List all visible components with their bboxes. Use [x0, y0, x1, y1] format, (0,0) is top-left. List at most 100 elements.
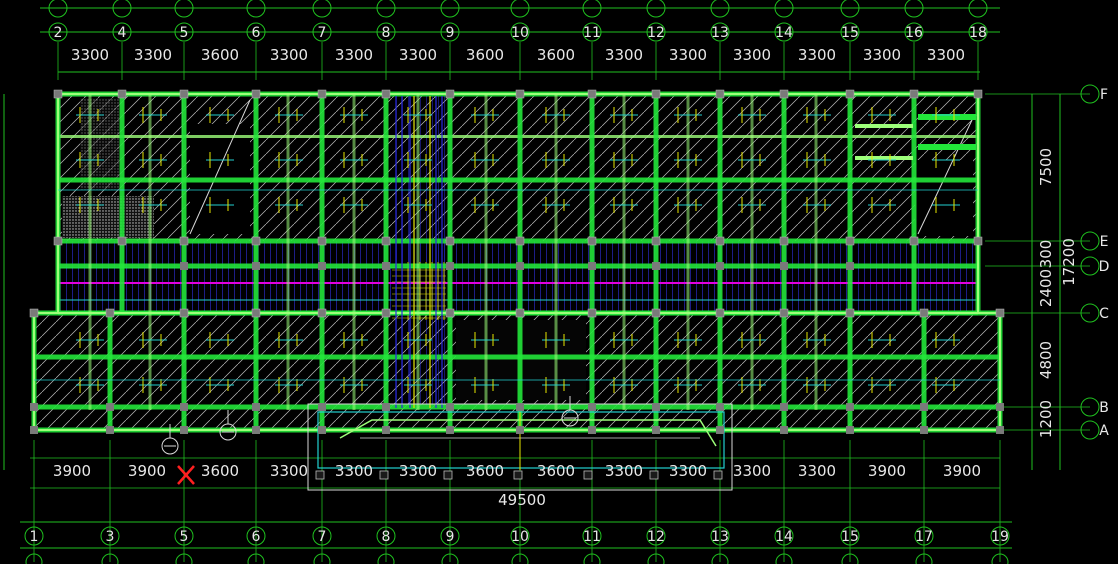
- beam: [181, 94, 187, 313]
- top-dimension: 3600: [466, 46, 504, 64]
- axis-bubble-icon: [968, 22, 988, 42]
- axis-bubble-icon: [710, 22, 730, 42]
- bottom-dimension: 3300: [669, 462, 707, 480]
- column: [317, 308, 327, 318]
- axis-bubble-icon: [1080, 256, 1100, 276]
- column: [382, 262, 390, 270]
- axis-bubble-icon: [647, 553, 665, 564]
- bottom-dimension: 3300: [798, 462, 836, 480]
- column: [251, 89, 261, 99]
- axis-bubble-icon: [841, 553, 859, 564]
- column: [180, 262, 188, 270]
- right-axis-label: F: [1100, 87, 1108, 103]
- top-dimension: 3300: [134, 46, 172, 64]
- column: [715, 308, 725, 318]
- top-dimension: 3300: [927, 46, 965, 64]
- axis-bubble-icon: [48, 0, 68, 18]
- top-axis-label: 18: [969, 25, 987, 41]
- axis-bubble-icon: [48, 22, 68, 42]
- column: [382, 426, 390, 434]
- top-dimension: 3300: [605, 46, 643, 64]
- right-dimension: 2400: [1037, 269, 1055, 307]
- column: [53, 236, 63, 246]
- column: [845, 308, 855, 318]
- top-dimension: 3300: [863, 46, 901, 64]
- column: [381, 236, 391, 246]
- bottom-axis-label: 10: [511, 529, 529, 545]
- beam: [589, 313, 595, 430]
- beam: [855, 124, 913, 128]
- column: [780, 403, 788, 411]
- beam: [383, 313, 389, 430]
- secondary-beam: [148, 94, 152, 410]
- top-axis-label: 10: [511, 25, 529, 41]
- right-dimension: 1200: [1037, 400, 1055, 438]
- pile-cap: [713, 470, 723, 480]
- dense-fill-area: [62, 196, 154, 238]
- bottom-axis-label: 17: [915, 529, 933, 545]
- column: [716, 426, 724, 434]
- axis-bubble-icon: [582, 22, 602, 42]
- column: [973, 236, 983, 246]
- column: [588, 262, 596, 270]
- axis-bubble-icon: [100, 526, 120, 546]
- column: [252, 426, 260, 434]
- column: [780, 426, 788, 434]
- axis-bubble-icon: [312, 22, 332, 42]
- column: [381, 89, 391, 99]
- top-axis-label: 16: [905, 25, 923, 41]
- right-axis-label: A: [1099, 423, 1109, 439]
- column: [318, 426, 326, 434]
- beam: [107, 313, 113, 430]
- bottom-dimension: 3900: [128, 462, 166, 480]
- beam: [918, 114, 976, 120]
- right-total-dimension: 17200: [1060, 238, 1078, 286]
- axis-bubble-icon: [774, 0, 794, 18]
- top-axis-label: 11: [583, 25, 601, 41]
- beam: [447, 313, 453, 430]
- bottom-dimension: 3600: [201, 462, 239, 480]
- axis-bubble-icon: [582, 526, 602, 546]
- column: [382, 403, 390, 411]
- secondary-beam: [686, 94, 690, 410]
- axis-bubble-icon: [25, 553, 43, 564]
- column: [845, 89, 855, 99]
- axis-bubble-icon: [710, 0, 730, 18]
- pile-cap: [513, 470, 523, 480]
- column: [515, 308, 525, 318]
- axis-bubble-icon: [174, 526, 194, 546]
- column: [652, 403, 660, 411]
- bottom-axis-label: 1: [30, 529, 39, 545]
- column: [117, 89, 127, 99]
- rebar-details: [34, 96, 1000, 491]
- axis-bubble-icon: [377, 553, 395, 564]
- column: [996, 426, 1004, 434]
- error-marker-icon: [177, 465, 195, 485]
- axis-bubble-icon: [510, 526, 530, 546]
- beam: [717, 313, 723, 430]
- column: [179, 89, 189, 99]
- column: [30, 403, 38, 411]
- axis-bubble-icon: [112, 22, 132, 42]
- axis-bubble-icon: [991, 553, 1009, 564]
- secondary-beam: [554, 94, 558, 410]
- axis-bubble-icon: [510, 0, 530, 18]
- column: [381, 308, 391, 318]
- column: [445, 236, 455, 246]
- column: [846, 403, 854, 411]
- beam: [717, 94, 723, 313]
- column: [909, 236, 919, 246]
- column: [29, 308, 39, 318]
- pile-cap: [315, 470, 325, 480]
- column: [651, 308, 661, 318]
- bottom-axis-label: 8: [382, 529, 391, 545]
- axis-bubble-icon: [711, 553, 729, 564]
- secondary-beam: [88, 94, 92, 410]
- column: [779, 236, 789, 246]
- top-axis-label: 13: [711, 25, 729, 41]
- column: [446, 262, 454, 270]
- top-dimension: 3300: [733, 46, 771, 64]
- bottom-axis-label: 5: [180, 529, 189, 545]
